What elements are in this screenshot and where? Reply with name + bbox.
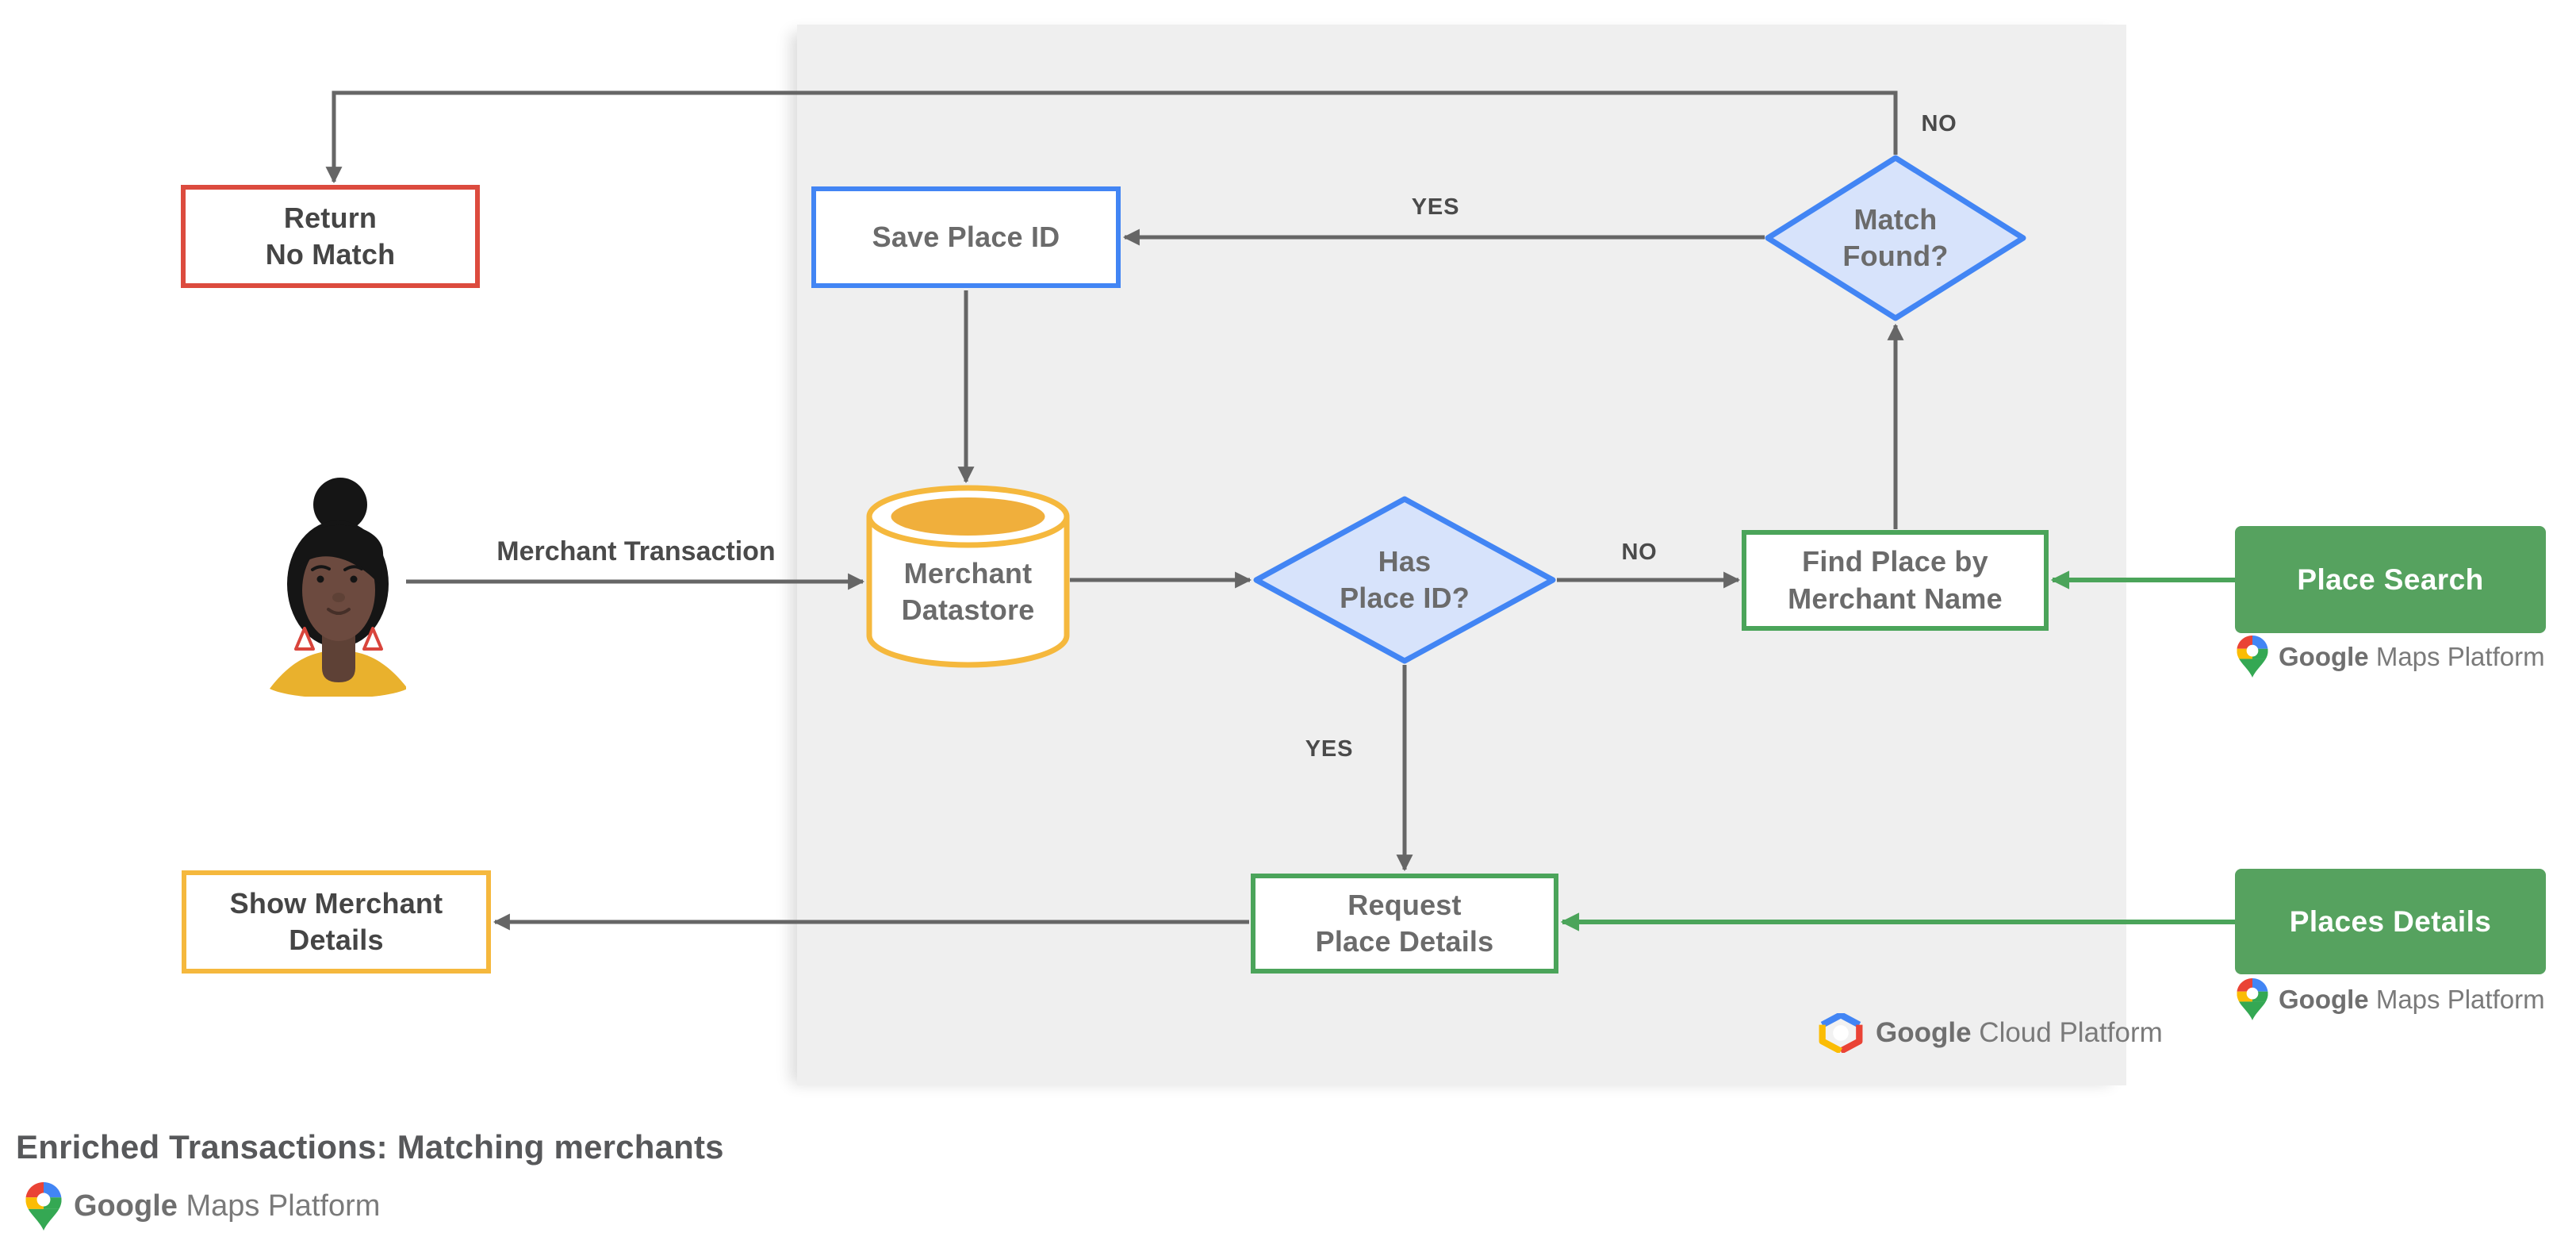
merchant-user-avatar	[263, 473, 408, 701]
google-word: Google	[74, 1189, 178, 1223]
google-cloud-platform-logo: Google Cloud Platform	[1818, 1013, 2163, 1053]
diamond-shape	[1765, 155, 2026, 321]
node-return-no-match: Return No Match	[181, 185, 480, 288]
google-word: Google	[2279, 984, 2369, 1014]
node-match-found: Match Found?	[1765, 155, 2026, 321]
find-place-label: Find Place by Merchant Name	[1788, 545, 2003, 615]
return-no-match-label: Return No Match	[265, 201, 396, 271]
diamond-shape	[1253, 496, 1556, 664]
google-maps-platform-logo: Google Maps Platform	[2237, 636, 2545, 678]
maps-platform-word: Maps Platform	[2368, 984, 2545, 1014]
node-merchant-datastore: Merchant Datastore	[866, 485, 1070, 669]
maps-platform-word: Maps Platform	[177, 1189, 381, 1223]
api-place-search: Place Search	[2235, 526, 2546, 633]
show-merchant-details-label: Show Merchant Details	[229, 886, 443, 956]
save-place-id-label: Save Place ID	[872, 220, 1060, 253]
cloud-platform-wordmark: Google Cloud Platform	[1876, 1017, 2163, 1049]
node-save-place-id: Save Place ID	[811, 186, 1121, 288]
node-request-place-details: Request Place Details	[1251, 874, 1558, 974]
google-word: Google	[1876, 1017, 1972, 1048]
match-found-no-label: NO	[1921, 111, 1957, 136]
has-place-id-no-label: NO	[1621, 540, 1658, 565]
merchant-transaction-label: Merchant Transaction	[496, 536, 776, 566]
google-word: Google	[2279, 641, 2369, 671]
node-show-merchant-details: Show Merchant Details	[182, 870, 491, 974]
person-icon	[270, 478, 408, 698]
has-place-id-label: Has Place ID?	[1340, 544, 1470, 614]
google-maps-platform-logo: Google Maps Platform	[25, 1182, 380, 1231]
maps-platform-wordmark: Google Maps Platform	[74, 1189, 380, 1223]
has-place-id-yes-label: YES	[1305, 736, 1354, 762]
match-found-yes-label: YES	[1411, 194, 1460, 220]
maps-platform-word: Maps Platform	[2368, 641, 2545, 671]
node-has-place-id: Has Place ID?	[1253, 496, 1556, 664]
places-details-label: Places Details	[2289, 904, 2492, 938]
diagram-title: Enriched Transactions: Matching merchant…	[16, 1128, 724, 1166]
maps-pin-icon	[25, 1182, 62, 1231]
database-cylinder-icon	[866, 485, 1070, 668]
cloud-platform-hexagon-icon	[1819, 1013, 1863, 1053]
place-search-label: Place Search	[2297, 563, 2484, 596]
google-maps-platform-logo: Google Maps Platform	[2237, 978, 2545, 1020]
maps-platform-wordmark: Google Maps Platform	[2279, 985, 2545, 1015]
maps-pin-icon	[2237, 978, 2268, 1020]
maps-pin-icon	[2237, 636, 2268, 678]
match-found-label: Match Found?	[1842, 202, 1949, 272]
maps-platform-wordmark: Google Maps Platform	[2279, 642, 2545, 672]
request-place-details-label: Request Place Details	[1315, 888, 1494, 958]
node-find-place-by-merchant-name: Find Place by Merchant Name	[1742, 530, 2049, 631]
api-places-details: Places Details	[2235, 869, 2546, 974]
cloud-platform-word: Cloud Platform	[1971, 1017, 2163, 1048]
merchant-datastore-label: Merchant Datastore	[901, 556, 1035, 626]
